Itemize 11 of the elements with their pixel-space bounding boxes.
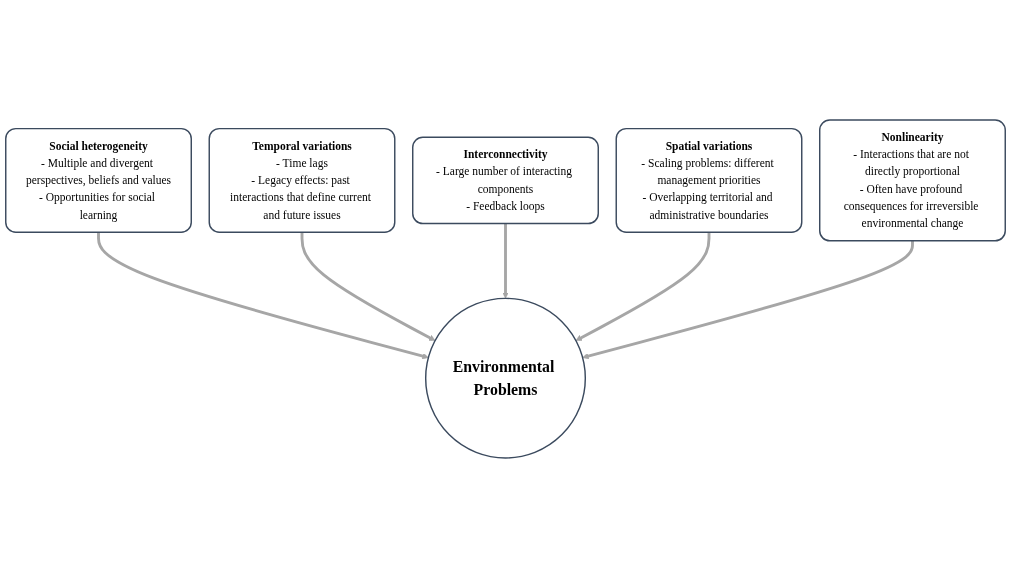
arrow xyxy=(575,232,711,341)
node-box: Temporal variations - Time lags - Legacy effects: past interactions that define current and future issues xyxy=(208,127,396,233)
node-circle: Environmental Problems xyxy=(424,297,587,459)
arrow xyxy=(582,240,914,360)
node-box: Interconnectivity - Large number of interacting components - Feedback loops xyxy=(412,136,599,225)
arrow xyxy=(502,223,509,299)
node-box: Nonlinearity - Interactions that are not directly proportional - Often have profound consequences for irreversible environmental change xyxy=(819,119,1006,242)
node-box: Spatial variations - Scaling problems: different management priorities - Overlapping territorial and administrative boundaries xyxy=(615,127,803,233)
arrow xyxy=(300,232,436,341)
arrow xyxy=(97,232,429,360)
node-box: Social heterogeneity - Multiple and divergent perspectives, beliefs and values - Opportunities for social learning xyxy=(5,127,192,233)
